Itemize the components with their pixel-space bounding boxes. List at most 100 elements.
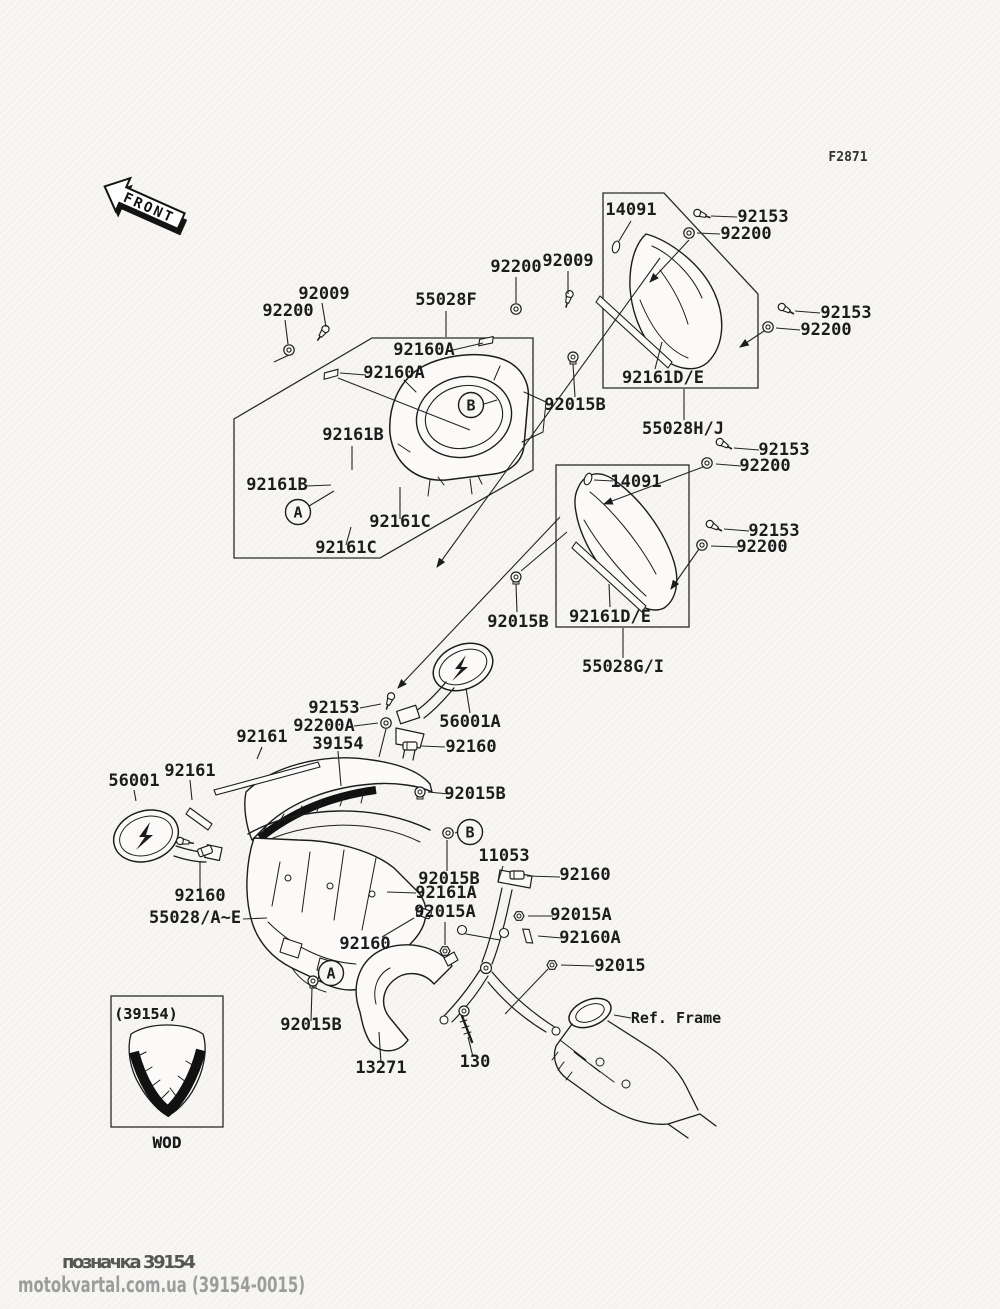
washer-92200 [701, 457, 713, 469]
trim-strip-92161DE-lower [571, 541, 647, 613]
screw-92009 [313, 323, 332, 344]
windshield-inset-drawing [128, 1024, 206, 1118]
part-label-92160A: 92160A [559, 928, 620, 948]
windscreen-drawing [185, 757, 433, 842]
callout-A: A [317, 959, 345, 987]
part-label-Ref. Frame: Ref. Frame [631, 1009, 721, 1027]
figure-code: F2871 [828, 150, 867, 165]
part-label-92200: 92200 [739, 456, 790, 476]
inset-caption: WOD [153, 1133, 182, 1152]
svg-text:A: A [293, 504, 302, 522]
box-55028F [233, 337, 534, 559]
svg-text:A: A [326, 965, 335, 983]
part-label-92161D/E: 92161D/E [569, 607, 651, 627]
part-label-92153: 92153 [748, 521, 799, 541]
left-mirror-drawing [112, 809, 223, 863]
damper-14091-upper [611, 240, 621, 254]
part-label-92153: 92153 [758, 440, 809, 460]
front-arrow-body [103, 176, 186, 231]
part-label-92015B: 92015B [444, 784, 505, 804]
screw-92153 [704, 518, 725, 535]
trim-strip-92161DE-upper [595, 295, 673, 369]
part-label-92009: 92009 [542, 251, 593, 271]
part-label-92160: 92160 [174, 886, 225, 906]
part-label-92015B: 92015B [544, 395, 605, 415]
part-label-92160: 92160 [339, 934, 390, 954]
part-label-14091: 14091 [610, 472, 661, 492]
upper-side-panel-drawing [595, 233, 723, 370]
part-label-55028G/I: 55028G/I [582, 657, 664, 677]
clip-92160A [321, 368, 341, 380]
screw-92153 [776, 301, 797, 318]
nut-92015A [439, 946, 451, 956]
part-label-92200: 92200 [800, 320, 851, 340]
part-label-92161B: 92161B [246, 475, 307, 495]
box-windshield-inset [110, 995, 224, 1128]
nut-92015A [513, 911, 525, 921]
part-label-92200: 92200 [736, 537, 787, 557]
air-duct-drawing [355, 944, 459, 1052]
clip-92160A [522, 926, 534, 946]
collar-92160 [402, 741, 418, 751]
part-label-13271: 13271 [355, 1058, 406, 1078]
part-label-WOD: WOD [153, 1133, 182, 1152]
callout-B: B [457, 391, 485, 419]
reference-frame-drawing [551, 997, 717, 1139]
washer-92200 [510, 303, 522, 315]
part-label-92015B: 92015B [418, 869, 479, 889]
part-label-92200A: 92200A [293, 716, 354, 736]
part-label-92200: 92200 [720, 224, 771, 244]
svg-text:B: B [465, 824, 474, 842]
washer-callout-B [442, 827, 454, 839]
screw-92153 [714, 436, 735, 453]
leader-lines [133, 215, 821, 1064]
part-label-92160: 92160 [559, 865, 610, 885]
part-label-92015: 92015 [594, 956, 645, 976]
damper-14091-lower [583, 472, 593, 486]
part-label-92161: 92161 [164, 761, 215, 781]
box-55028GI [555, 464, 690, 628]
part-label-92161D/E: 92161D/E [622, 368, 704, 388]
part-label-92161C: 92161C [369, 512, 430, 532]
part-label-92200: 92200 [490, 257, 541, 277]
inset-part-number: (39154) [114, 1005, 177, 1023]
callout-A: A [284, 498, 312, 526]
part-label-92161A: 92161A [415, 883, 476, 903]
part-label-56001A: 56001A [439, 712, 500, 732]
part-label-11053: 11053 [478, 846, 529, 866]
part-label-92161: 92161 [236, 727, 287, 747]
windscreen-trim-92161-small [185, 807, 213, 831]
part-label-92161B: 92161B [322, 425, 383, 445]
lower-side-panel-drawing [571, 472, 678, 613]
washer-92200 [762, 321, 774, 333]
lightning-icon [136, 822, 153, 850]
part-label-92161C: 92161C [315, 538, 376, 558]
grommet-92015B [414, 786, 426, 800]
part-label-92153: 92153 [737, 207, 788, 227]
part-label-92153: 92153 [820, 303, 871, 323]
part-label-39154: 39154 [312, 734, 363, 754]
nut-92015 [546, 960, 558, 970]
footer-mark-text: позначка 39154 [62, 1252, 196, 1273]
screw-mirror [175, 835, 196, 848]
part-label-(39154): (39154) [114, 1005, 177, 1023]
lightning-icon [452, 655, 468, 681]
callout-circles: B A B A [284, 391, 485, 987]
callout-B: B [456, 818, 484, 846]
collar-92160 [509, 870, 525, 880]
right-mirror-drawing [395, 642, 494, 761]
part-label-55028H/J: 55028H/J [642, 419, 724, 439]
grommet-92015B [510, 571, 522, 585]
grommet-92015B [567, 351, 579, 365]
part-label-92015A: 92015A [550, 905, 611, 925]
part-label-56001: 56001 [108, 771, 159, 791]
part-label-55028F: 55028F [415, 290, 476, 310]
windscreen-trim-92161 [213, 761, 321, 796]
washer-92200 [683, 227, 695, 239]
washer-92200A [380, 717, 392, 729]
headlight-cowl-drawing [389, 353, 547, 497]
screw-92153 [691, 207, 713, 222]
